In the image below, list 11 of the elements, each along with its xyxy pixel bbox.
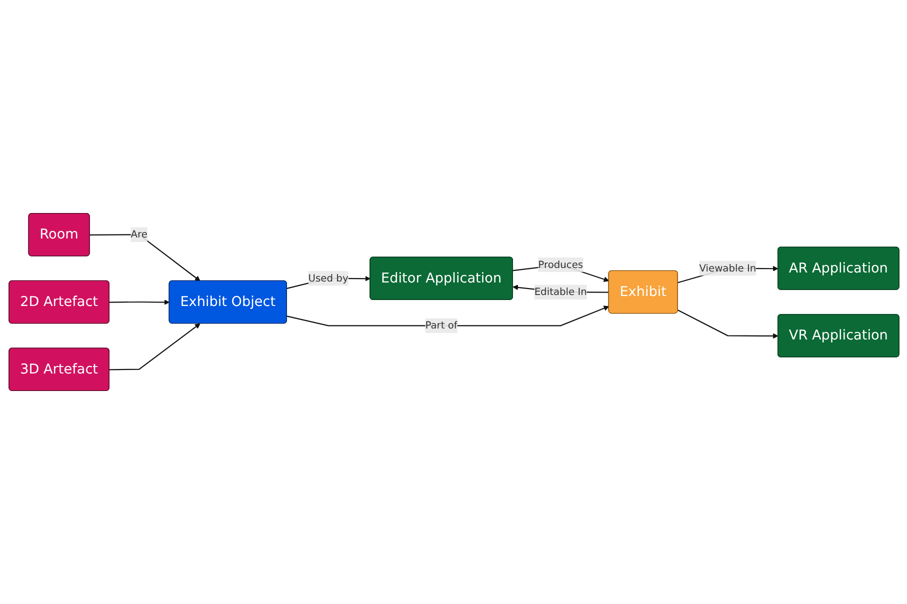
arrow [677, 310, 778, 339]
edge-label: Are [130, 228, 147, 240]
arrow [108, 300, 170, 305]
edge-label: Part of [424, 319, 457, 332]
edge-label: Used by [308, 272, 348, 284]
edge-label: Viewable In [698, 262, 756, 274]
arrow [286, 306, 609, 326]
edge-label: Produces [538, 258, 583, 270]
edge-label: Editable In [534, 286, 586, 298]
arrow [108, 323, 200, 370]
arrow [89, 234, 200, 282]
